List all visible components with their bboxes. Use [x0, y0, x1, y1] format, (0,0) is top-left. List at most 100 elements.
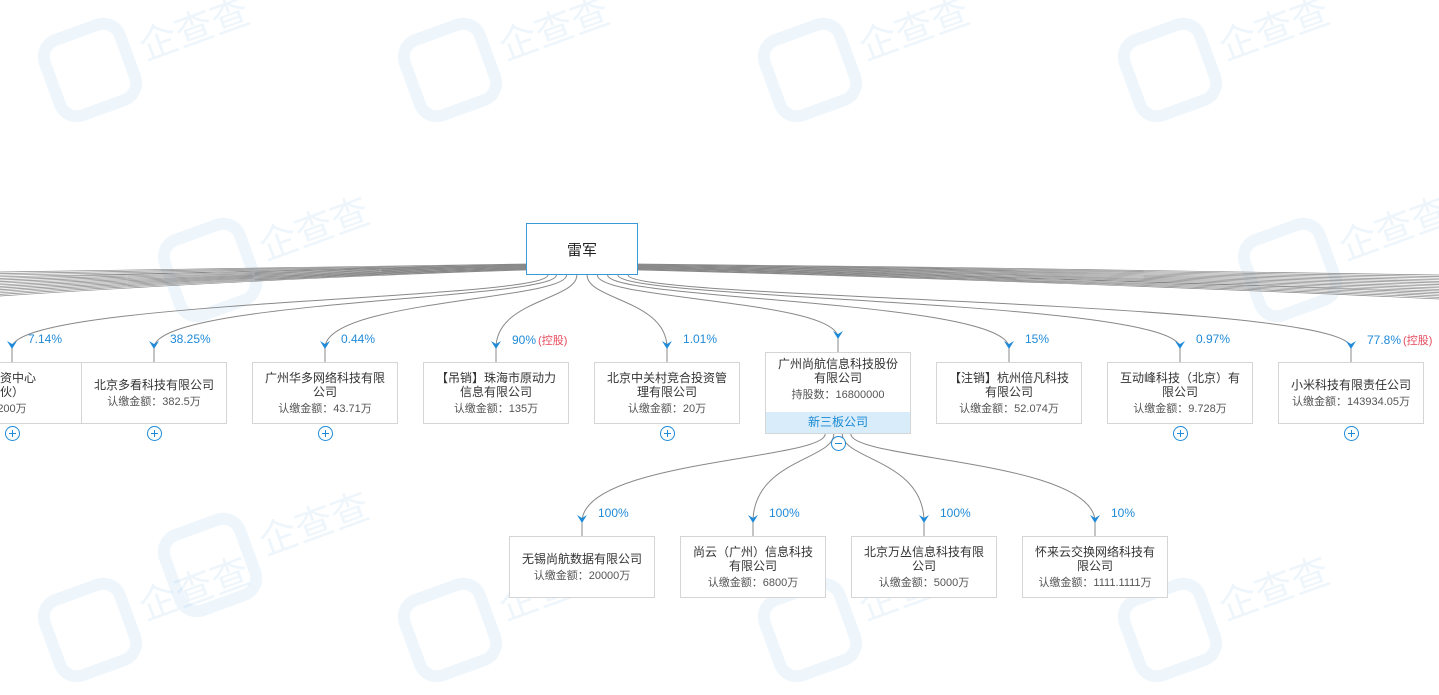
connector-line [0, 268, 527, 290]
subscribed-amount: 认缴金额：43.71万 [278, 402, 372, 415]
connector-line [0, 267, 527, 289]
connector-line [637, 264, 1439, 279]
expand-icon[interactable] [1173, 426, 1188, 441]
connector-line [0, 268, 527, 294]
subsidiary-node[interactable]: 北京万丛信息科技有限 公司认缴金额：5000万 [851, 536, 997, 598]
subscribed-amount: 持股数：16800000 [791, 389, 885, 401]
company-name: 北京万丛信息科技有限 公司 [863, 544, 984, 573]
svg-text:企查查: 企查查 [493, 0, 615, 69]
watermark-logo: 企查查 [37, 0, 255, 123]
arrow-head [748, 515, 758, 523]
connector-line [0, 269, 527, 295]
arrow-head [491, 341, 501, 349]
connector-line [637, 266, 1439, 287]
holding-percent: 77.8%(控股) [1367, 332, 1432, 348]
connector-line [0, 266, 527, 282]
svg-text:企查查: 企查查 [1333, 189, 1439, 269]
company-node[interactable]: 广州华多网络科技有限 公司认缴金额：43.71万 [252, 362, 398, 424]
subsidiary-node[interactable]: 尚云（广州）信息科技 有限公司认缴金额：6800万 [680, 536, 826, 598]
connector-line [0, 264, 527, 278]
holding-percent: 90%(控股) [512, 332, 567, 348]
percent-value: 38.25% [170, 332, 211, 346]
holding-percent: 100% [940, 506, 971, 520]
watermark-logo: 企查查 [1237, 189, 1439, 323]
expand-icon[interactable] [318, 426, 333, 441]
watermark-logo: 企查查 [37, 549, 255, 683]
expand-icon[interactable] [147, 426, 162, 441]
holding-percent: 15% [1025, 332, 1049, 346]
connector-line [0, 265, 527, 279]
svg-text:企查查: 企查查 [853, 0, 975, 69]
expand-icon[interactable] [5, 426, 20, 441]
subscribed-amount: 认缴金额：9.728万 [1133, 402, 1227, 415]
arrow-head [1175, 341, 1185, 349]
connector-line [637, 263, 1439, 276]
connector-line [637, 267, 1439, 290]
company-node[interactable]: 北京多看科技有限公司认缴金额：382.5万 [81, 362, 227, 424]
holding-percent: 7.14% [28, 332, 62, 346]
subscribed-amount: 认缴金额：143934.05万 [1292, 395, 1410, 408]
percent-value: 1.01% [683, 332, 718, 346]
company-name: 尚云（广州）信息科技 有限公司 [692, 544, 813, 573]
subscribed-amount: 认缴金额：6800万 [707, 576, 799, 589]
connector-line [0, 264, 527, 276]
company-name: 北京中关村竞合投资管 理有限公司 [606, 370, 727, 399]
company-name: 怀来云交换网络科技有 限公司 [1034, 544, 1155, 573]
connector-line [637, 267, 1439, 292]
connector-line [637, 265, 1439, 282]
subsidiary-node[interactable]: 无锡尚航数据有限公司认缴金额：20000万 [509, 536, 655, 598]
holding-percent: 10% [1111, 506, 1136, 520]
svg-text:企查查: 企查查 [253, 189, 375, 269]
percent-value: 77.8% [1367, 333, 1402, 347]
connector-line [637, 266, 1439, 289]
control-badge: (控股) [538, 335, 568, 347]
arrow-head [1090, 515, 1100, 523]
expand-icon[interactable] [1344, 426, 1359, 441]
subscribed-amount: 认缴金额：382.5万 [107, 395, 201, 408]
company-name: 小米科技有限责任公司 [1290, 377, 1411, 392]
connector-line [637, 268, 1439, 295]
root-person-node[interactable]: 雷军 [526, 223, 638, 275]
watermark-logo: 企查查 [157, 484, 375, 618]
svg-text:企查查: 企查查 [133, 549, 255, 629]
percent-value: 7.14% [28, 332, 63, 346]
connector-line [607, 274, 1010, 349]
collapse-icon[interactable] [831, 436, 846, 451]
connector-line [627, 274, 1352, 349]
holding-percent: 1.01% [683, 332, 717, 346]
company-node[interactable]: 北京中关村竞合投资管 理有限公司认缴金额：20万 [594, 362, 740, 424]
subscribed-amount: 认缴金额：5000万 [878, 576, 970, 589]
company-node[interactable]: 【注销】杭州倍凡科技 有限公司认缴金额：52.074万 [936, 362, 1082, 424]
connector-line [637, 264, 1439, 277]
connector-line [0, 268, 527, 292]
connector-line [637, 264, 1439, 281]
connector-line [0, 269, 527, 297]
percent-value: 15% [1025, 332, 1050, 346]
company-node[interactable]: 小米科技有限责任公司认缴金额：143934.05万 [1278, 362, 1424, 424]
holding-percent: 38.25% [170, 332, 211, 346]
company-node[interactable]: 投资中心 伙）200万 [0, 362, 85, 424]
svg-text:企查查: 企查查 [133, 0, 255, 69]
connector-line [841, 433, 925, 523]
company-name: 无锡尚航数据有限公司 [521, 551, 642, 566]
subscribed-amount: 认缴金额：52.074万 [959, 402, 1059, 415]
watermark-logo: 企查查 [1117, 0, 1335, 123]
company-node[interactable]: 互动峰科技（北京）有 限公司认缴金额：9.728万 [1107, 362, 1253, 424]
svg-text:企查查: 企查查 [1213, 0, 1335, 69]
company-name: 【吊销】珠海市原动力 信息有限公司 [435, 370, 556, 399]
arrow-head [1346, 341, 1356, 349]
subsidiary-node[interactable]: 怀来云交换网络科技有 限公司认缴金额：1111.1111万 [1022, 536, 1168, 598]
expand-icon[interactable] [660, 426, 675, 441]
percent-value: 0.97% [1196, 332, 1231, 346]
watermark-logo: 企查查 [757, 0, 975, 123]
company-name: 互动峰科技（北京）有 限公司 [1119, 370, 1240, 399]
connector-line [0, 263, 527, 273]
holding-percent: 100% [769, 506, 800, 520]
company-name: 广州尚航信息科技股份 有限公司 [777, 357, 898, 385]
subscribed-amount: 200万 [0, 402, 27, 415]
arrow-head [320, 341, 330, 349]
holding-percent: 0.97% [1196, 332, 1230, 346]
arrow-head [7, 341, 17, 349]
company-node[interactable]: 【吊销】珠海市原动力 信息有限公司认缴金额：135万 [423, 362, 569, 424]
